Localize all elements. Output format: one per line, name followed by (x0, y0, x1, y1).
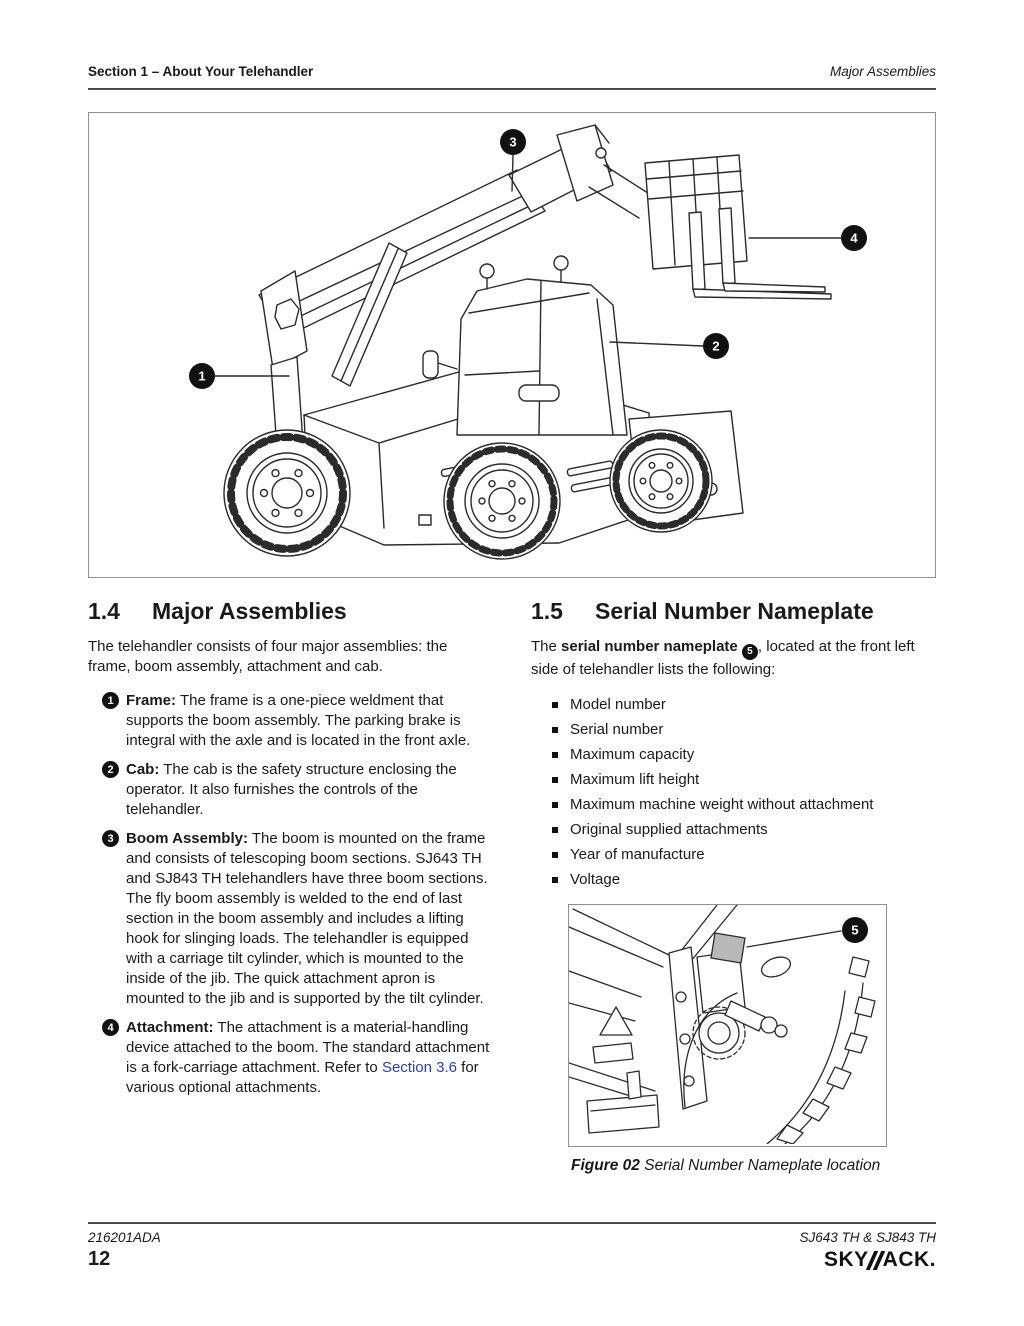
page-number: 12 (88, 1248, 111, 1270)
section-number: 1.4 (88, 598, 120, 624)
list-item: Original supplied attachments (531, 817, 936, 842)
model-names: SJ643 TH & SJ843 TH (799, 1230, 936, 1245)
list-item: Maximum capacity (531, 742, 936, 767)
item-body: The cab is the safety structure enclosin… (126, 761, 457, 818)
list-item: Maximum lift height (531, 767, 936, 792)
wheel-front-left (223, 429, 351, 557)
callout-5 (842, 917, 868, 943)
section-title: Serial Number Nameplate (595, 598, 874, 624)
callout-4 (841, 225, 867, 251)
figure01-callouts: 1 2 3 4 (189, 129, 867, 389)
callout-4-label: 4 (850, 231, 858, 246)
nameplate-bullet-list: Model number Serial number Maximum capac… (531, 692, 936, 892)
header-topic: Major Assemblies (829, 64, 936, 79)
item-term: Attachment: (126, 1019, 214, 1036)
callout-3-label: 3 (509, 135, 516, 150)
bullet-square-icon (552, 752, 558, 758)
item-badge-4: 4 (102, 1019, 119, 1036)
section-number: 1.5 (531, 598, 563, 624)
list-item-cab: 2 Cab: The cab is the safety structure e… (88, 760, 491, 820)
figure-02-caption: Figure 02 Serial Number Nameplate locati… (571, 1157, 881, 1174)
bullet-square-icon (552, 802, 558, 808)
bullet-square-icon (552, 727, 558, 733)
bullet-square-icon (552, 827, 558, 833)
header-section-title: Section 1 – About Your Telehandler (88, 64, 314, 79)
page-header: Section 1 – About Your Telehandler Major… (88, 64, 936, 79)
list-item: Voltage (531, 867, 936, 892)
list-item-attachment: 4 Attachment: The attachment is a materi… (88, 1018, 491, 1098)
intro-badge-5: 5 (741, 644, 758, 660)
callout-2-label: 2 (712, 339, 719, 354)
item-body: The boom is mounted on the frame and con… (126, 830, 488, 1007)
callout-1-label: 1 (198, 369, 205, 384)
bullet-square-icon (552, 777, 558, 783)
item-badge-2: 2 (102, 761, 119, 778)
section-3-6-link[interactable]: Section 3.6 (381, 1059, 457, 1076)
item-body-after-link: for various optional attachments. (126, 1059, 479, 1096)
item-term: Cab: (126, 761, 160, 778)
list-item-frame: 1 Frame: The frame is a one-piece weldme… (88, 691, 491, 751)
figure-01-telehandler: 1 2 3 4 (88, 112, 936, 578)
bullet-square-icon (552, 877, 558, 883)
list-item: Year of manufacture (531, 842, 936, 867)
cab-drawing (422, 255, 628, 436)
wheel-rear-right (609, 429, 713, 533)
list-item: Maximum machine weight without attachmen… (531, 792, 936, 817)
section-1-4: 1.4 Major Assemblies The telehandler con… (88, 598, 491, 1107)
item-badge-3: 3 (102, 830, 119, 847)
header-rule (88, 88, 936, 90)
list-item-boom-assembly: 3 Boom Assembly: The boom is mounted on … (88, 829, 491, 1009)
nameplate-bold-text: serial number nameplate (561, 638, 738, 655)
document-number: 216201ADA (88, 1230, 161, 1245)
section-1-5-intro: The serial number nameplate 5, located a… (531, 638, 915, 678)
wheel-middle (443, 442, 561, 560)
assemblies-list: 1 Frame: The frame is a one-piece weldme… (88, 691, 491, 1098)
figure-02-nameplate-location: 5 (568, 904, 887, 1147)
footer-rule (88, 1222, 936, 1224)
section-1-4-heading: 1.4 Major Assemblies (88, 598, 491, 624)
bullet-square-icon (552, 702, 558, 708)
callout-3 (500, 129, 526, 155)
section-1-5-heading: 1.5 Serial Number Nameplate (531, 598, 936, 624)
item-badge-1: 1 (102, 692, 119, 709)
bullet-square-icon (552, 852, 558, 858)
telehandler-line-drawing: 1 2 3 4 (189, 124, 867, 560)
item-term: Boom Assembly: (126, 830, 248, 847)
section-title: Major Assemblies (152, 598, 347, 624)
nameplate-location-drawing: 5 (568, 904, 876, 1145)
callout-2 (703, 333, 729, 359)
section-1-4-intro: The telehandler consists of four major a… (88, 638, 448, 675)
item-term: Frame: (126, 692, 177, 709)
item-body-before-link: The attachment is a material-handling de… (126, 1019, 490, 1076)
list-item: Serial number (531, 717, 936, 742)
serial-nameplate (710, 932, 746, 964)
item-body: The frame is a one-piece weldment that s… (126, 692, 471, 749)
warning-triangle-icon (599, 1006, 633, 1036)
callout-5-label: 5 (851, 923, 858, 938)
section-1-5: 1.5 Serial Number Nameplate The serial n… (531, 598, 936, 1175)
list-item: Model number (531, 692, 936, 717)
fork-carriage-drawing (644, 154, 832, 300)
callout-1 (189, 363, 215, 389)
